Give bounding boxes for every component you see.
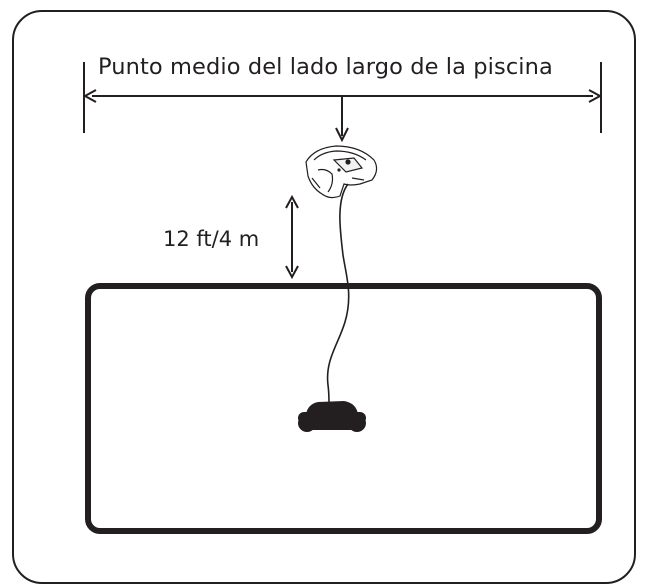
pool-midpoint-label: Punto medio del lado largo de la piscina — [98, 54, 553, 80]
distance-label: 12 ft/4 m — [163, 227, 260, 251]
pool-outline — [85, 283, 602, 534]
distance-arrow — [285, 194, 299, 280]
installation-diagram — [82, 62, 603, 534]
floating-cable — [326, 183, 350, 416]
power-supply-unit-icon — [305, 145, 378, 199]
midpoint-arrow — [335, 96, 349, 143]
pool-cleaner-robot-icon — [298, 401, 366, 432]
